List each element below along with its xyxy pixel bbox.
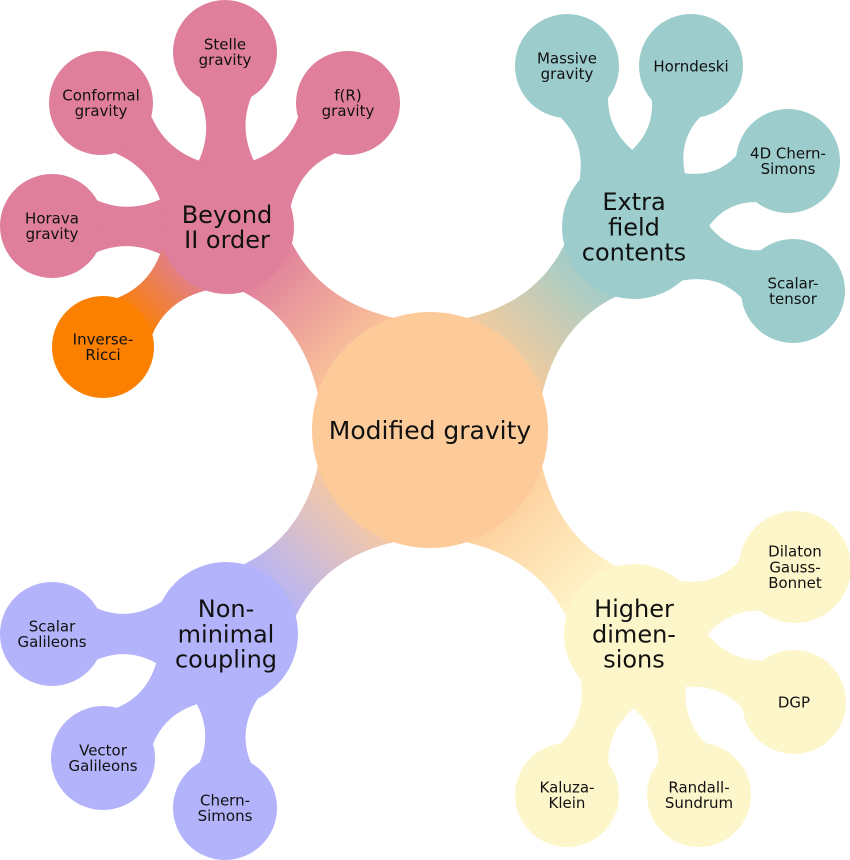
branch-node-extra-field-contents-label: contents	[582, 239, 686, 267]
leaf-node-higher-dimensions-2-circle	[515, 743, 619, 847]
branch-node-higher-dimensions-label: sions	[603, 646, 665, 674]
leaf-node-extra-field-contents-0-label: gravity	[541, 65, 594, 83]
leaf-node-higher-dimensions-3-label: Sundrum	[665, 794, 733, 812]
leaf-node-beyond-ii-order-2-label: f(R)	[334, 86, 361, 104]
leaf-node-beyond-ii-order-4-label: Inverse-	[73, 330, 134, 348]
leaf-node-beyond-ii-order-0-label: gravity	[199, 51, 252, 69]
leaf-node-higher-dimensions-1-circle	[742, 650, 846, 754]
leaf-node-extra-field-contents-3[interactable]: Scalar-tensor	[741, 239, 845, 343]
leaf-node-beyond-ii-order-2-circle	[296, 51, 400, 155]
leaf-node-higher-dimensions-0-circle	[739, 511, 850, 623]
connector-root-non-minimal-coupling	[236, 446, 414, 624]
leaf-node-non-minimal-coupling-2-label: Chern-	[200, 791, 250, 809]
leaf-node-beyond-ii-order-3-circle	[0, 174, 104, 278]
leaf-node-higher-dimensions-1-label: DGP	[778, 693, 810, 711]
leaf-node-extra-field-contents-2-circle	[736, 109, 840, 213]
leaf-node-extra-field-contents-0-circle	[515, 14, 619, 118]
branch-node-non-minimal-coupling-label: coupling	[175, 646, 277, 674]
leaf-node-non-minimal-coupling-0-label: Galileons	[17, 633, 86, 651]
leaf-node-higher-dimensions-0-label: Gauss-	[769, 558, 820, 576]
leaf-node-higher-dimensions-2[interactable]: Kaluza-Klein	[515, 743, 619, 847]
leaf-node-beyond-ii-order-4[interactable]: Inverse-Ricci	[52, 296, 154, 398]
leaf-node-higher-dimensions-2-label: Klein	[549, 794, 586, 812]
branch-node-non-minimal-coupling-circle	[154, 562, 298, 706]
leaf-node-non-minimal-coupling-1-label: Galileons	[68, 757, 137, 775]
root-node-circle	[312, 312, 548, 548]
leaf-node-non-minimal-coupling-1-label: Vector	[79, 741, 128, 759]
leaf-node-beyond-ii-order-4-circle	[52, 296, 154, 398]
leaf-node-extra-field-contents-3-circle	[741, 239, 845, 343]
leaf-node-beyond-ii-order-3-label: Horava	[25, 209, 79, 227]
leaf-node-extra-field-contents-1[interactable]: Horndeski	[639, 14, 743, 118]
leaf-node-higher-dimensions-0-label: Bonnet	[768, 574, 822, 592]
leaf-node-higher-dimensions-0-label: Dilaton	[768, 543, 822, 561]
branch-node-higher-dimensions-label: dimen-	[592, 620, 676, 648]
branch-node-higher-dimensions-circle	[564, 564, 704, 704]
leaf-node-non-minimal-coupling-2[interactable]: Chern-Simons	[173, 756, 277, 860]
leaf-node-extra-field-contents-0-label: Massive	[537, 49, 597, 67]
leaf-node-non-minimal-coupling-0-label: Scalar	[29, 617, 76, 635]
root-node[interactable]: Modified gravity	[312, 312, 548, 548]
root-node-label: Modified gravity	[329, 416, 532, 445]
connector-root-beyond-ii-order	[236, 236, 414, 414]
leaf-node-higher-dimensions-1[interactable]: DGP	[742, 650, 846, 754]
connector-non-minimal-coupling-2	[186, 687, 266, 770]
leaf-node-beyond-ii-order-3-label: gravity	[26, 225, 79, 243]
leaf-node-extra-field-contents-3-label: tensor	[769, 290, 818, 308]
leaf-node-extra-field-contents-2-label: Simons	[761, 160, 816, 178]
branch-node-extra-field-contents-label: field	[608, 213, 660, 241]
leaf-node-non-minimal-coupling-1-circle	[51, 706, 155, 810]
leaf-node-higher-dimensions-3-label: Randall-	[668, 778, 729, 796]
branch-node-beyond-ii-order-circle	[160, 160, 294, 294]
leaf-node-beyond-ii-order-1-circle	[49, 51, 153, 155]
connector-beyond-ii-order-3	[90, 189, 177, 264]
branch-node-beyond-ii-order-label: II order	[184, 226, 270, 254]
connector-beyond-ii-order-0	[189, 90, 264, 178]
leaf-node-extra-field-contents-3-label: Scalar-	[768, 274, 819, 292]
branch-node-non-minimal-coupling-label: minimal	[178, 620, 275, 648]
leaf-node-extra-field-contents-1-label: Horndeski	[653, 57, 728, 75]
leaf-node-extra-field-contents-1-circle	[639, 14, 743, 118]
leaf-node-beyond-ii-order-4-label: Ricci	[85, 346, 120, 364]
leaf-node-higher-dimensions-3[interactable]: Randall-Sundrum	[647, 743, 751, 847]
leaf-node-non-minimal-coupling-2-circle	[173, 756, 277, 860]
leaf-node-higher-dimensions-2-label: Kaluza-	[540, 778, 595, 796]
leaf-node-extra-field-contents-2[interactable]: 4D Chern-Simons	[736, 109, 840, 213]
leaf-node-beyond-ii-order-2-label: gravity	[322, 102, 375, 120]
leaf-node-higher-dimensions-3-circle	[647, 743, 751, 847]
leaf-node-beyond-ii-order-2[interactable]: f(R)gravity	[296, 51, 400, 155]
leaf-node-beyond-ii-order-1-label: gravity	[75, 102, 128, 120]
branch-node-extra-field-contents-label: Extra	[602, 188, 665, 216]
leaf-node-beyond-ii-order-0-circle	[173, 0, 277, 104]
branch-node-beyond-ii-order-label: Beyond	[182, 201, 273, 229]
leaf-node-beyond-ii-order-1-label: Conformal	[62, 86, 140, 104]
leaf-node-non-minimal-coupling-0-circle	[0, 582, 104, 686]
branch-node-extra-field-contents-circle	[562, 155, 706, 299]
leaf-node-beyond-ii-order-0-label: Stelle	[204, 35, 246, 53]
leaf-node-extra-field-contents-2-label: 4D Chern-	[750, 144, 826, 162]
connector-root-higher-dimensions	[446, 446, 625, 625]
leaf-node-non-minimal-coupling-2-label: Simons	[198, 807, 253, 825]
branch-node-non-minimal-coupling-label: Non-	[198, 595, 255, 623]
connector-non-minimal-coupling-0	[91, 594, 172, 674]
branch-node-higher-dimensions-label: Higher	[594, 595, 674, 623]
connector-root-extra-field-contents	[446, 237, 624, 414]
